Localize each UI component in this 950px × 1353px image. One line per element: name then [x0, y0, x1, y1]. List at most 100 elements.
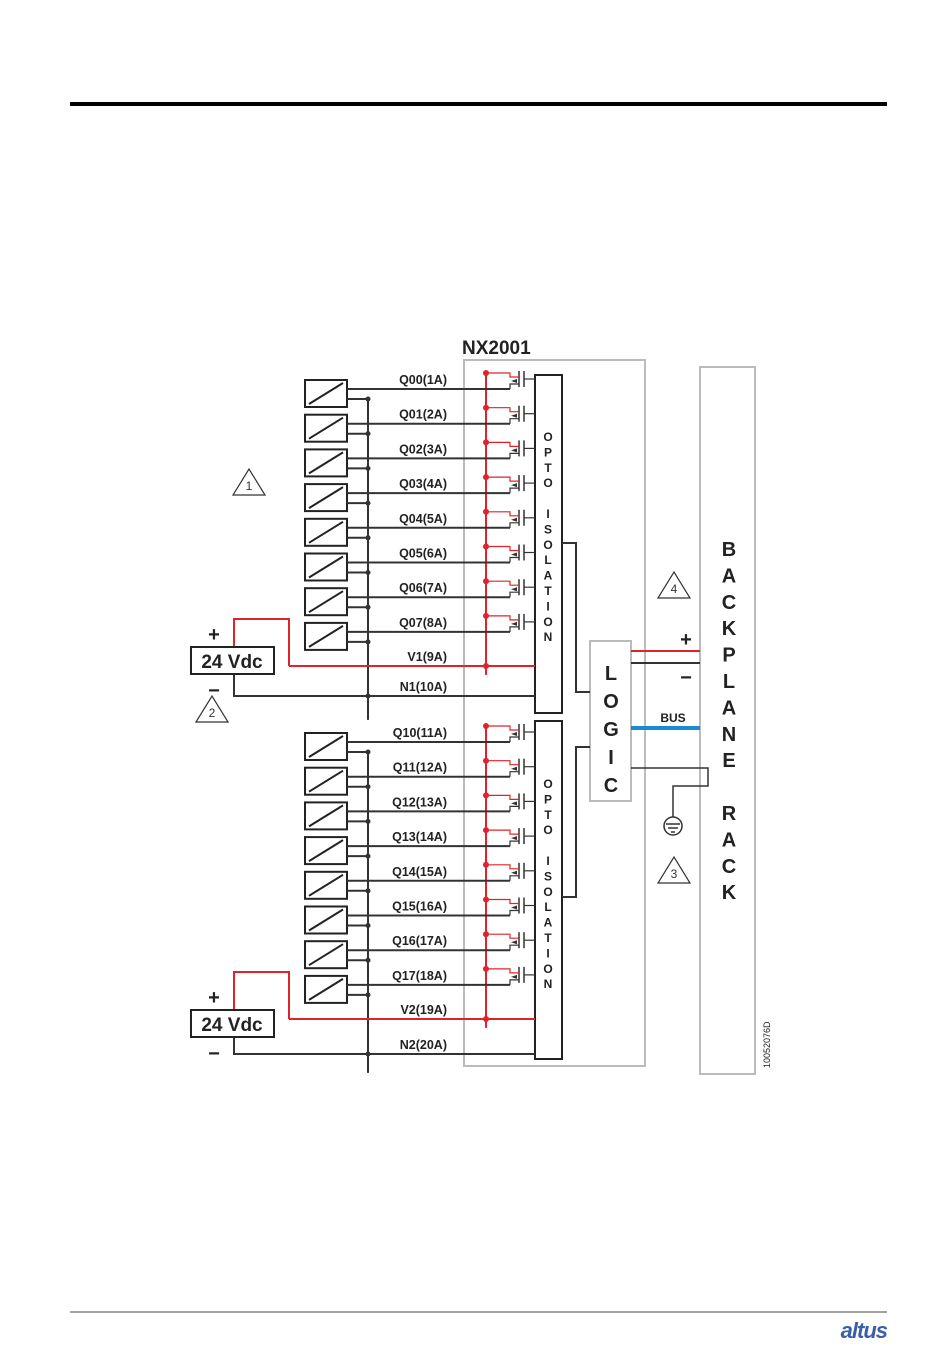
backplane-plus-sign: + [680, 629, 692, 651]
logic-text-letter: O [603, 691, 619, 713]
opto-text-2-letter: T [544, 808, 552, 822]
relay-load-icon [304, 905, 348, 935]
power-supplies: V1(9A)N1(10A)24 Vdc+−V2(19A)N2(20A)24 Vd… [190, 618, 535, 1065]
backplane-text-letter: A [722, 565, 736, 587]
relay-load-icon [304, 448, 348, 478]
output-terminal-label: Q00(1A) [399, 373, 447, 387]
backplane-text-letter: A [722, 829, 736, 851]
module-title: NX2001 [462, 338, 531, 359]
backplane-text-letter: R [722, 803, 737, 825]
opto-text-2-letter: P [544, 792, 552, 806]
output-channels: Q00(1A)Q01(2A)Q02(3A)Q03(4A)Q04(5A)Q05(6… [304, 370, 535, 1073]
note-triangle [656, 570, 692, 599]
note-number: 2 [209, 706, 216, 720]
opto-text-2-letter: O [543, 885, 552, 899]
opto-text-2-letter: O [543, 777, 552, 791]
backplane-text-letter: E [722, 750, 735, 772]
backplane-text-letter: B [722, 539, 736, 561]
output-terminal-label: Q02(3A) [399, 442, 447, 456]
logic-block [589, 640, 632, 802]
mosfet-icon [486, 862, 535, 881]
relay-load-icon [304, 870, 348, 900]
opto-text-2-letter: I [546, 946, 549, 960]
opto-text-1-letter: O [543, 615, 552, 629]
mosfet-icon [486, 371, 535, 389]
relay-load-icon [304, 517, 348, 547]
opto-text-2-letter: A [544, 916, 553, 930]
ground-wire [631, 767, 709, 817]
module-enclosure [463, 359, 646, 1067]
relay-load-icon [304, 483, 348, 513]
output-terminal-label: Q03(4A) [399, 477, 447, 491]
mosfet-icon [486, 405, 535, 424]
output-terminal-label: Q10(11A) [393, 726, 447, 740]
power-supply-voltage: 24 Vdc [201, 652, 263, 673]
opto-text-2-letter: O [543, 962, 552, 976]
opto-isolation-block-1 [534, 374, 563, 714]
supply-negative-terminal-label: N2(20A) [400, 1038, 447, 1052]
relay-load-icon [304, 552, 348, 582]
backplane-text-letter: K [722, 618, 737, 640]
mosfet-icon [486, 544, 535, 563]
opto-text-2-letter: O [543, 823, 552, 837]
note-triangle [194, 694, 230, 723]
supply-negative-wire [233, 1038, 535, 1055]
logic-text-letter: C [604, 775, 618, 797]
relay-load-icon [304, 766, 348, 796]
mosfet-icon [486, 932, 535, 951]
supply-minus-sign: − [208, 1043, 220, 1065]
mosfet-icon [486, 724, 535, 742]
relay-load-icon [304, 379, 348, 408]
supply-minus-sign: − [208, 680, 220, 702]
output-terminal-label: Q11(12A) [393, 761, 447, 775]
opto2-logic-link [562, 746, 590, 898]
backplane-text-letter: C [722, 592, 736, 614]
note-triangle [231, 467, 267, 496]
opto-text-2-letter: N [544, 977, 553, 991]
note-number: 3 [671, 867, 678, 881]
opto-text-1-letter: P [544, 445, 552, 459]
supply-plus-sign: + [208, 624, 220, 646]
note-number: 1 [246, 479, 253, 493]
opto-text-2-letter: L [544, 900, 551, 914]
note-number: 4 [671, 582, 678, 596]
opto-text-1-letter: T [544, 461, 552, 475]
opto1-logic-link [562, 542, 590, 693]
power-supply-box [190, 1009, 275, 1038]
relay-load-icon [304, 732, 348, 761]
output-terminal-label: Q17(18A) [392, 969, 447, 983]
altus-logo: altus [840, 1318, 888, 1343]
output-terminal-label: Q01(2A) [399, 408, 447, 422]
relay-load-icon [304, 621, 348, 651]
supply-positive-terminal-label: V1(9A) [407, 650, 447, 664]
backplane-rack [699, 366, 756, 1075]
relay-load-icon [304, 940, 348, 970]
ground-icon [663, 816, 683, 836]
relay-load-icon [304, 974, 348, 1004]
opto-text-1-letter: I [546, 507, 549, 521]
opto-text-2-letter: I [546, 854, 549, 868]
bus-label: BUS [660, 711, 685, 725]
opto-text-1-letter: L [544, 553, 551, 567]
mosfet-icon [486, 966, 535, 985]
supply-negative-wire [233, 675, 535, 697]
output-terminal-label: Q06(7A) [399, 581, 447, 595]
backplane-text-letter: A [722, 697, 736, 719]
backplane-text-letter: K [722, 882, 737, 904]
opto-text-1-letter: S [544, 522, 552, 536]
mosfet-icon [486, 509, 535, 528]
output-terminal-label: Q13(14A) [392, 830, 447, 844]
output-terminal-label: Q16(17A) [392, 934, 447, 948]
relay-load-icon [304, 587, 348, 617]
output-terminal-label: Q04(5A) [399, 512, 447, 526]
output-terminal-label: Q15(16A) [392, 900, 447, 914]
mosfet-icon [486, 758, 535, 777]
opto-text-1-letter: N [544, 630, 553, 644]
opto-text-1-letter: O [543, 430, 552, 444]
mosfet-icon [486, 897, 535, 916]
opto-text-1-letter: T [544, 584, 552, 598]
logic-text-letter: I [608, 747, 614, 769]
opto-text-2-letter: S [544, 869, 552, 883]
